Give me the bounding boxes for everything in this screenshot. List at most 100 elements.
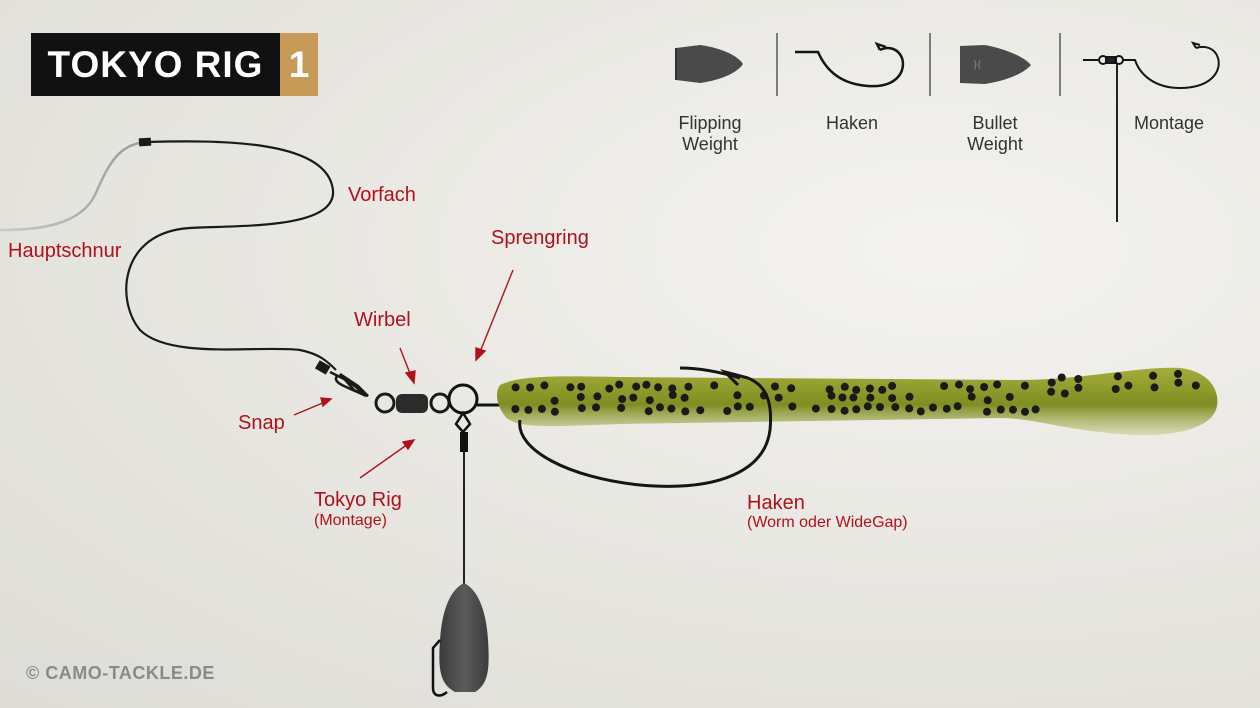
main-line [0, 140, 146, 232]
swivel [374, 392, 451, 414]
worm-spot [1111, 385, 1120, 393]
bullet-weight-icon: )( [960, 45, 1031, 84]
worm-spot [550, 407, 559, 416]
worm-spot [840, 382, 849, 391]
worm-spot [866, 393, 875, 402]
worm-spot [644, 407, 653, 416]
worm-spot [511, 383, 520, 392]
worm-spot [524, 405, 533, 414]
worm-spot [605, 384, 614, 393]
worm-spot [788, 402, 797, 411]
worm-spot [983, 396, 992, 405]
worm-spot [1124, 381, 1133, 390]
label-tokyo-rig-sub: (Montage) [314, 512, 387, 529]
worm-spot [566, 383, 575, 392]
worm-spot [537, 404, 546, 413]
tokyo-rig-arm [454, 410, 472, 590]
worm-spot [696, 406, 705, 415]
legend-hook-label: Haken [825, 113, 879, 133]
worm-spot [1113, 372, 1122, 381]
title-number: 1 [280, 33, 318, 96]
label-haken-sub: (Worm oder WideGap) [747, 514, 908, 531]
worm-spot [1149, 371, 1158, 380]
worm-spot [593, 392, 602, 401]
worm-spot [865, 384, 874, 393]
worm-spot [680, 393, 689, 402]
svg-text:)(: )( [973, 58, 982, 71]
leader-line [125, 140, 337, 371]
worm-spot [540, 381, 549, 390]
worm-spot [827, 391, 836, 400]
worm-spot [787, 384, 796, 393]
worm-spot [967, 392, 976, 401]
worm-spot [838, 393, 847, 402]
rig-assembly-icon [1083, 41, 1220, 222]
label-tokyo-rig: Tokyo Rig [314, 489, 402, 511]
split-ring [447, 383, 479, 415]
worm-spot [645, 396, 654, 405]
copyright: © CAMO-TACKLE.DE [26, 663, 215, 683]
worm-spot [966, 385, 975, 394]
worm-spot [615, 380, 624, 389]
worm-spot [863, 402, 872, 411]
worm-spot [1174, 369, 1182, 378]
worm-spot [811, 404, 820, 413]
worm-spot [1060, 389, 1069, 398]
worm-spot [668, 391, 677, 399]
worm-spot [849, 393, 858, 402]
label-snap: Snap [238, 412, 285, 434]
worm-spot [942, 404, 951, 413]
title-badge: TOKYO RIG 1 [31, 33, 318, 96]
worm-spot [526, 383, 535, 392]
snap [314, 360, 369, 398]
worm-spot [1150, 383, 1159, 392]
label-hauptschnur: Hauptschnur [8, 240, 122, 262]
worm-spot [905, 404, 914, 413]
worm-spot [878, 385, 887, 394]
worm-spot [940, 382, 949, 390]
worm-spot [905, 392, 914, 401]
worm-spot [1005, 392, 1014, 401]
line-connector [138, 137, 152, 147]
worm-spot [1057, 373, 1066, 382]
worm-spot [1074, 383, 1083, 392]
worm-spot [577, 382, 586, 391]
worm-spot [1074, 375, 1083, 383]
worm-spot [827, 405, 836, 413]
worm-spot [684, 382, 693, 391]
worm-spot [993, 380, 1002, 389]
worm-spot [576, 393, 585, 401]
worm-spot [1047, 387, 1056, 396]
worm-spot [550, 396, 559, 405]
worm-spot [980, 383, 989, 391]
hook-icon [795, 41, 905, 88]
worm-spot [632, 382, 641, 391]
worm-spot [723, 407, 732, 415]
worm-spot [774, 393, 783, 402]
worm-spot [888, 394, 897, 403]
page-title: TOKYO RIG [31, 33, 280, 96]
flipping-weight-icon [675, 45, 743, 83]
worm-spot [929, 403, 937, 412]
worm-spot [1009, 405, 1017, 414]
worm-spot [681, 407, 690, 416]
worm-spot [891, 403, 900, 412]
worm-spot [852, 385, 861, 394]
label-haken: Haken [747, 492, 805, 514]
worm-spot [888, 381, 897, 390]
label-sprengring: Sprengring [491, 227, 589, 249]
worm-spot [840, 406, 849, 415]
worm-spot [983, 407, 991, 416]
worm-spot [1020, 381, 1029, 390]
worm-spot [916, 407, 925, 416]
worm-spot [1191, 381, 1200, 390]
worm-spot [876, 403, 884, 411]
worm-spot [955, 380, 963, 389]
worm-spot [996, 405, 1005, 414]
worm-spot [1047, 378, 1056, 387]
worm-spot [667, 404, 676, 413]
worm-spot [629, 393, 638, 402]
